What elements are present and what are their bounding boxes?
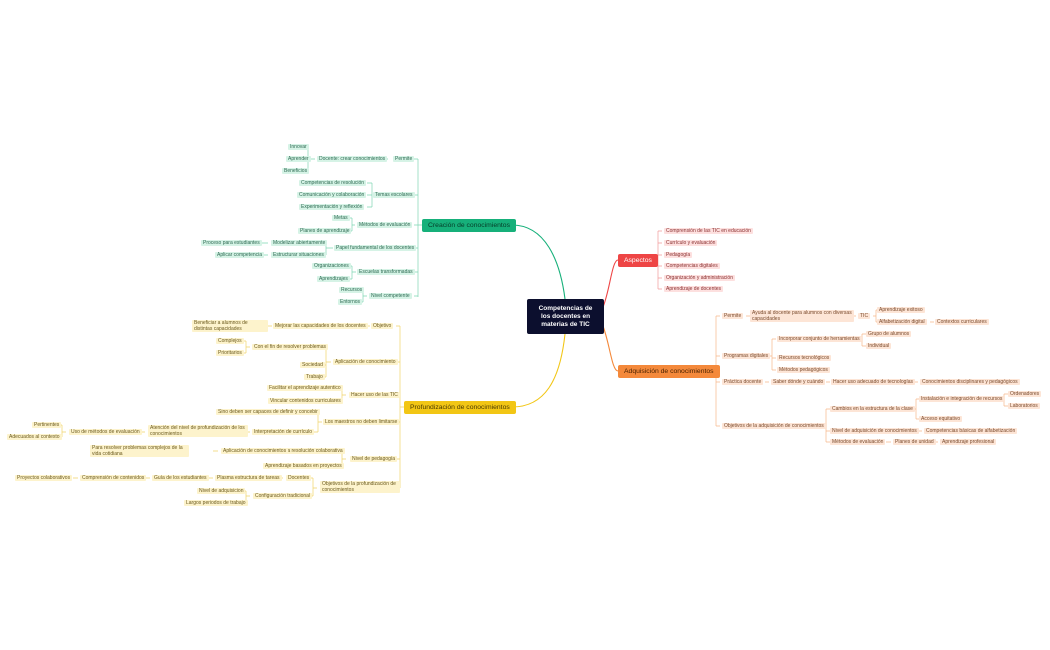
- node-aprendizaje-exitoso[interactable]: Aprendizaje exitoso: [877, 307, 925, 313]
- node-entornos[interactable]: Entornos: [338, 299, 363, 305]
- node-los-maestros[interactable]: Los maestros no deben limitarse: [323, 419, 400, 425]
- node-contextos[interactable]: Contextos curriculares: [935, 319, 989, 325]
- node-practica[interactable]: Práctica docente: [722, 379, 764, 385]
- node-complejos[interactable]: Complejos: [216, 338, 244, 344]
- node-metodos-eval[interactable]: Métodos de evaluación: [357, 222, 413, 228]
- node-vincular[interactable]: Vincular contenidos curriculares: [268, 398, 343, 404]
- node-adecuados[interactable]: Adecuados al contexto: [7, 434, 62, 440]
- node-incluye[interactable]: Incluye la resolución colaborativa: [267, 448, 345, 454]
- node-interpretacion[interactable]: Interpretación de currículo: [252, 429, 315, 435]
- node-uso-metodos[interactable]: Uso de métodos de evaluación: [69, 429, 142, 435]
- node-conocimientos-disc[interactable]: Conocimientos disciplinares y pedagógico…: [920, 379, 1020, 385]
- node-beneficios[interactable]: Beneficios: [282, 168, 310, 174]
- branch-aspectos[interactable]: Aspectos: [618, 254, 658, 267]
- node-trabajo[interactable]: Trabajo: [304, 374, 325, 380]
- node-sino[interactable]: Sino deben ser capaces de definir y conc…: [216, 409, 320, 415]
- node-instalacion[interactable]: Instalación e integración de recursos: [919, 396, 1005, 402]
- branch-creacion[interactable]: Creación de conocimientos: [422, 219, 516, 232]
- node-incorporar[interactable]: Incorporar conjunto de herramientas: [777, 336, 862, 342]
- node-temas[interactable]: Temas escolares: [373, 192, 415, 198]
- node-objetivos-prof[interactable]: Objetivos de la profundización de conoci…: [320, 481, 400, 493]
- aspecto-item[interactable]: Comprensión de las TIC en educación: [664, 228, 753, 234]
- node-aprendizaje-prof[interactable]: Aprendizaje profesional: [940, 439, 997, 445]
- node-metas[interactable]: Metas: [332, 215, 350, 221]
- node-proceso[interactable]: Proceso para estudiantes: [201, 240, 262, 246]
- node-organizaciones[interactable]: Organizaciones: [312, 263, 351, 269]
- node-comunicacion[interactable]: Comunicación y colaboración: [297, 192, 367, 198]
- node-objetivos-adq[interactable]: Objetivos de la adquisición de conocimie…: [722, 423, 826, 429]
- aspecto-item[interactable]: Aprendizaje de docentes: [664, 286, 724, 292]
- node-aprendizajes[interactable]: Aprendizajes: [317, 276, 350, 282]
- node-hacer-uso-tec[interactable]: Hacer uso adecuado de tecnologías: [831, 379, 916, 385]
- node-aprender[interactable]: Aprender: [286, 156, 311, 162]
- node-acceso[interactable]: Acceso equitativo: [919, 416, 963, 422]
- node-planes-unidad[interactable]: Planes de unidad: [893, 439, 936, 445]
- node-para-resolver[interactable]: Para resolver problemas complejos de la …: [90, 445, 189, 457]
- node-escuelas[interactable]: Escuelas transformadas: [357, 269, 415, 275]
- node-nivel-adquisicion-conoc[interactable]: Nivel de adquisición de conocimientos: [830, 428, 919, 434]
- node-individual[interactable]: Individual: [866, 343, 892, 349]
- node-aplicar-comp[interactable]: Aplicar competencia: [215, 252, 265, 258]
- branch-adquisicion[interactable]: Adquisición de conocimientos: [618, 365, 720, 378]
- node-guia[interactable]: Guía de los estudiantes: [152, 475, 209, 481]
- aspecto-item[interactable]: Competencias digitales: [664, 263, 720, 269]
- node-grupo[interactable]: Grupo de alumnos: [866, 331, 912, 337]
- node-laboratorios[interactable]: Laboratorios: [1008, 403, 1040, 409]
- node-innovar[interactable]: Innovar: [288, 144, 309, 150]
- node-nivel-competente[interactable]: Nivel competente: [369, 293, 412, 299]
- node-ayuda[interactable]: Ayuda al docente para alumnos con divers…: [750, 310, 854, 322]
- node-atencion[interactable]: Atención del nivel de profundización de …: [148, 425, 248, 437]
- node-sociedad[interactable]: Sociedad: [300, 362, 325, 368]
- aspecto-item[interactable]: Organización y administración: [664, 275, 735, 281]
- node-aplicacion[interactable]: Aplicación de conocimiento: [333, 359, 398, 365]
- node-recursos-tec[interactable]: Recursos tecnológicos: [777, 355, 832, 361]
- node-metodos-eval2[interactable]: Métodos de evaluación: [830, 439, 886, 445]
- node-ordenadores[interactable]: Ordenadores: [1008, 391, 1042, 397]
- node-aprendizaje-proyectos[interactable]: Aprendizaje basados en proyectos: [263, 463, 344, 469]
- node-planes-aprendizaje[interactable]: Planes de aprendizaje: [298, 228, 352, 234]
- node-hacer-uso[interactable]: Hacer uso de las TIC: [349, 392, 400, 398]
- node-mejorar[interactable]: Mejorar las capacidades de los docentes: [273, 323, 368, 329]
- node-modelizar[interactable]: Modelizar abiertamente: [271, 240, 328, 246]
- aspecto-item[interactable]: Pedagogía: [664, 252, 693, 258]
- node-permite[interactable]: Permite: [393, 156, 415, 162]
- node-docentes[interactable]: Docentes: [286, 475, 312, 481]
- node-proyectos[interactable]: Proyectos colaborativos: [15, 475, 73, 481]
- aspecto-item[interactable]: Currículo y evaluación: [664, 240, 718, 246]
- node-nivel-adquisicion[interactable]: Nivel de adquisicion: [197, 488, 246, 494]
- branch-profundizacion[interactable]: Profundización de conocimientos: [404, 401, 516, 414]
- node-saber[interactable]: Saber dónde y cuándo: [771, 379, 826, 385]
- root-topic[interactable]: Competencias de los docentes en materias…: [527, 299, 604, 334]
- node-tic[interactable]: TIC: [858, 313, 871, 319]
- node-prioritarios[interactable]: Prioritarios: [216, 350, 244, 356]
- node-cambios[interactable]: Cambios en la estructura de la clase: [830, 406, 915, 412]
- node-facilitar[interactable]: Facilitar el aprendizaje autentico: [267, 385, 343, 391]
- node-competencias-basicas[interactable]: Competencias básicas de alfabetización: [924, 428, 1018, 434]
- node-plasma[interactable]: Plasma estructura de tareas: [215, 475, 282, 481]
- node-nivel-pedagogia[interactable]: Nivel de pedagogía: [350, 456, 398, 462]
- node-configuracion[interactable]: Configuración tradicional: [253, 493, 313, 499]
- node-alfabetizacion-digital[interactable]: Alfabetización digital: [877, 319, 927, 325]
- node-comp-resolucion[interactable]: Competencias de resolución: [299, 180, 367, 186]
- node-largos[interactable]: Largos periodos de trabajo: [184, 500, 248, 506]
- node-experimentacion[interactable]: Experimentación y reflexión: [299, 204, 365, 210]
- node-beneficiar[interactable]: Beneficiar a alumnos de distintas capaci…: [192, 320, 268, 332]
- node-metodos-ped[interactable]: Métodos pedagógicos: [777, 367, 830, 373]
- node-estructurar[interactable]: Estructurar situaciones: [271, 252, 326, 258]
- node-permite-adq[interactable]: Permite: [722, 313, 744, 319]
- node-aplicacion2[interactable]: Aplicación de conocimientos: [221, 448, 289, 454]
- node-objetivo[interactable]: Objetivo: [371, 323, 394, 329]
- node-programas[interactable]: Programas digitales: [722, 353, 771, 359]
- node-con-fin[interactable]: Con el fin de resolver problemas: [252, 344, 328, 350]
- node-papel[interactable]: Papel fundamental de los docentes: [334, 245, 417, 251]
- node-comprension[interactable]: Comprensión de contenidos: [80, 475, 147, 481]
- node-recursos[interactable]: Recursos: [339, 287, 365, 293]
- node-docente-crear[interactable]: Docente: crear conocimientos: [317, 156, 388, 162]
- node-pertinentes[interactable]: Pertinentes: [32, 422, 62, 428]
